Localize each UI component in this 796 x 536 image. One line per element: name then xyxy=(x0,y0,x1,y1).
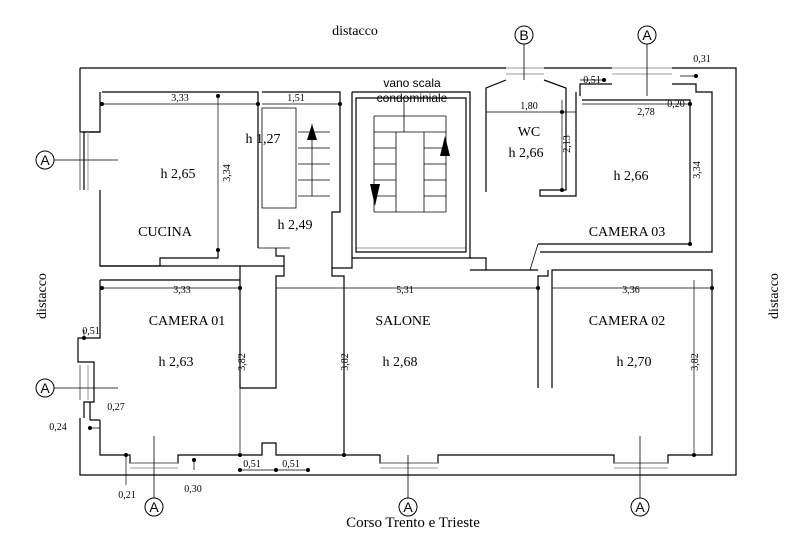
dim-c02-width: 3,36 xyxy=(622,285,640,296)
dimension-texts: 3,33 1,51 3,34 1,80 2,13 0,51 0,31 2,78 … xyxy=(49,54,711,501)
dim-wc-depth: 2,13 xyxy=(562,135,573,153)
section-label: A xyxy=(635,499,645,515)
label-street: Corso Trento e Trieste xyxy=(346,515,480,531)
section-mark-a-top: A xyxy=(637,25,657,45)
room-height-camera03: h 2,66 xyxy=(614,169,649,184)
dim-c03-depth: 3,34 xyxy=(692,161,703,179)
dim-bottom-051b: 0,51 xyxy=(282,459,300,470)
label-distacco-top: distacco xyxy=(332,24,378,39)
dim-c03-corner: 0,31 xyxy=(693,54,711,65)
room-name-salone: SALONE xyxy=(375,314,430,329)
dim-c03-width: 2,78 xyxy=(637,107,655,118)
dim-wc-width: 1,80 xyxy=(520,101,538,112)
dim-bottom-051a: 0,51 xyxy=(243,459,261,470)
dim-salone-depth: 3,82 xyxy=(340,353,351,371)
room-height-ripostiglio: h 1,27 xyxy=(246,132,281,147)
section-mark-a-left-2: A xyxy=(35,378,55,398)
section-mark-a-left-1: A xyxy=(35,150,55,170)
room-name-vano-scala-2: condominiale xyxy=(377,91,448,105)
section-label: A xyxy=(149,499,159,515)
room-height-camera01: h 2,63 xyxy=(159,355,194,370)
dim-c02-depth: 3,82 xyxy=(690,353,701,371)
dim-jamb-024: 0,24 xyxy=(49,422,67,433)
stairs xyxy=(298,100,450,213)
section-mark-b-top: B xyxy=(514,25,534,45)
section-mark-a-bottom-2: A xyxy=(398,497,418,517)
section-label: A xyxy=(40,380,50,396)
dim-wall-left: 0,51 xyxy=(82,326,100,337)
section-label: A xyxy=(403,499,413,515)
dimension-lines xyxy=(82,74,714,485)
dim-cucina-width: 3,33 xyxy=(171,93,189,104)
section-mark-a-bottom-3: A xyxy=(630,497,650,517)
section-label: B xyxy=(519,27,528,43)
section-marks: B A A A A A A xyxy=(35,25,657,517)
room-name-camera02: CAMERA 02 xyxy=(589,314,666,329)
dim-cucina-depth: 3,34 xyxy=(222,164,233,182)
room-height-camera02: h 2,70 xyxy=(617,355,652,370)
dim-bottom-021: 0,21 xyxy=(118,490,136,501)
label-distacco-right: distacco xyxy=(767,273,782,319)
dim-c03-offset: 0,20 xyxy=(667,99,685,110)
dim-salone-width: 5,31 xyxy=(396,285,414,296)
dim-bottom-030: 0,30 xyxy=(184,484,202,495)
section-label: A xyxy=(642,27,652,43)
dim-c01-depth: 3,82 xyxy=(237,353,248,371)
dim-c01-width: 3,33 xyxy=(173,285,191,296)
interior-walls xyxy=(89,79,713,455)
dim-jamb-027: 0,27 xyxy=(107,402,125,413)
room-height-wc: h 2,66 xyxy=(509,146,544,161)
room-height-salone: h 2,68 xyxy=(383,355,418,370)
room-name-camera03: CAMERA 03 xyxy=(589,225,666,240)
room-name-cucina: CUCINA xyxy=(138,225,193,240)
room-name-vano-scala-1: vano scala xyxy=(383,76,441,90)
room-name-camera01: CAMERA 01 xyxy=(149,314,226,329)
section-label: A xyxy=(40,152,50,168)
label-distacco-left: distacco xyxy=(35,273,50,319)
exterior-walls xyxy=(77,67,737,476)
dim-rip-width: 1,51 xyxy=(287,93,305,104)
windows xyxy=(79,67,672,469)
rip-arrow-up-icon xyxy=(307,124,317,140)
stair-arrow-up-icon xyxy=(440,136,450,156)
dim-c03-nib: 0,51 xyxy=(583,75,601,86)
stair-arrow-down-icon xyxy=(370,184,380,206)
room-height-cucina: h 2,65 xyxy=(161,167,196,182)
section-mark-a-bottom-1: A xyxy=(144,497,164,517)
room-name-wc: WC xyxy=(518,125,541,140)
room-height-disimpegno: h 2,49 xyxy=(278,218,313,233)
